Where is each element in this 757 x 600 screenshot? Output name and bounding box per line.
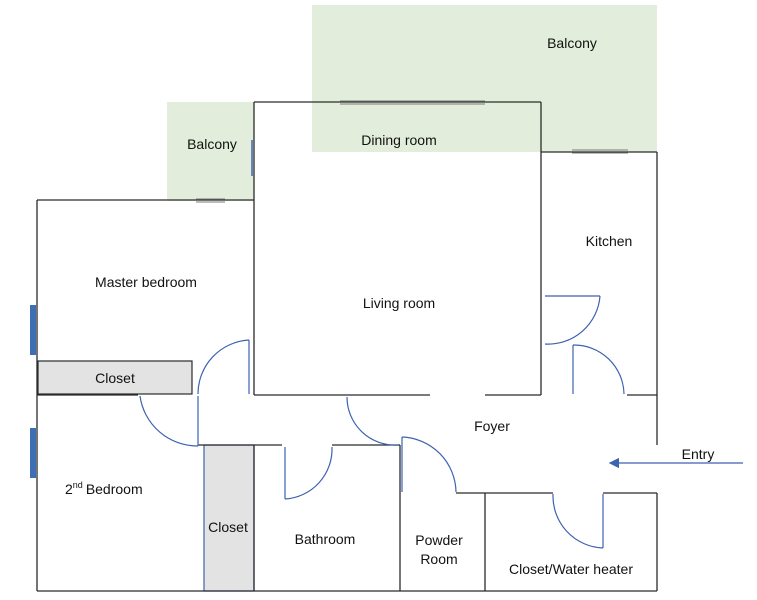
label-second-bedroom-name: Bedroom: [86, 481, 143, 497]
label-kitchen: Kitchen: [586, 233, 633, 249]
doors: [139, 295, 625, 549]
balcony-small: [167, 102, 254, 201]
label-bathroom: Bathroom: [295, 531, 356, 547]
walls: [36, 101, 658, 592]
label-second-bedroom-ordinal: 2: [65, 481, 73, 497]
label-second-bedroom-suffix: nd: [73, 480, 83, 490]
closet-master-fill: [37, 360, 193, 395]
label-living-room: Living room: [363, 295, 435, 311]
window-panel-second: [30, 428, 36, 478]
label-master-bedroom: Master bedroom: [95, 274, 197, 290]
label-foyer: Foyer: [474, 418, 510, 434]
window-panel-master: [30, 305, 36, 355]
label-dining-room: Dining room: [361, 132, 436, 148]
label-powder-room-line1: Powder: [415, 532, 463, 548]
label-entry: Entry: [682, 446, 715, 462]
label-closet-water-heater: Closet/Water heater: [509, 561, 633, 577]
label-balcony-large: Balcony: [547, 35, 597, 51]
label-closet-second: Closet: [208, 519, 248, 535]
closet-second-fill: [203, 444, 255, 592]
windows: [196, 100, 628, 203]
balcony-large: [312, 5, 657, 152]
label-balcony-small: Balcony: [187, 136, 237, 152]
label-powder-room-line2: Room: [420, 551, 457, 567]
label-closet-master: Closet: [95, 370, 135, 386]
